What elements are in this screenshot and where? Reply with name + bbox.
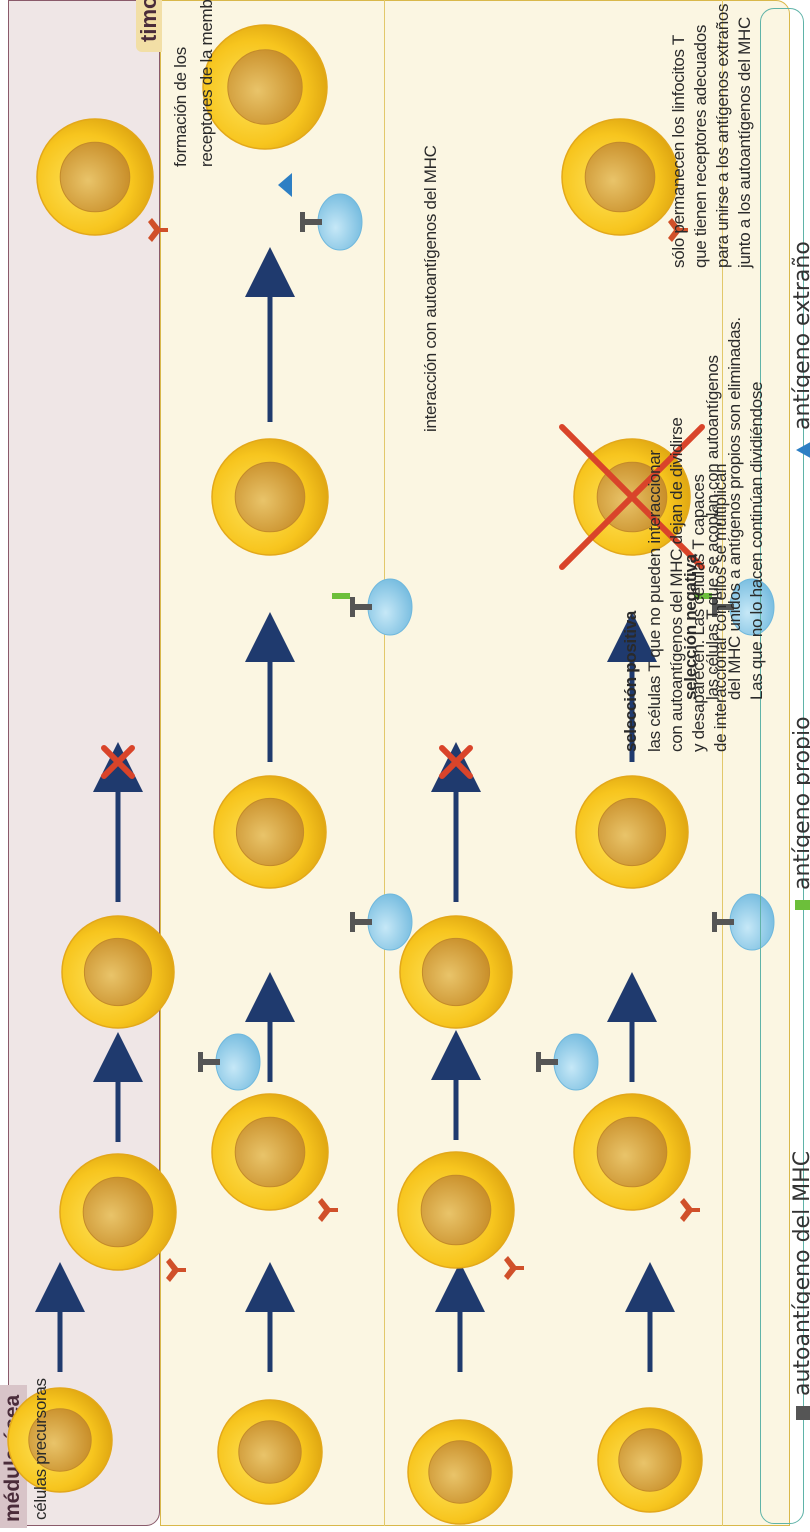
- positive-cell-a-2-nucleus: [422, 938, 489, 1005]
- formation-receptor-4: [680, 1198, 700, 1222]
- formation-receptor-1: [166, 1258, 186, 1282]
- negative-mhc-1: [368, 579, 412, 635]
- precursor-cell-3-nucleus: [429, 1441, 491, 1503]
- final-cell-1-nucleus: [60, 142, 130, 212]
- negative-cell-1-nucleus: [235, 462, 305, 532]
- positive-mhc-a-1-top: [198, 1052, 203, 1072]
- formation-label-2: receptores de la membrana: [196, 0, 218, 167]
- final-receptor-1: [148, 218, 168, 242]
- formation-cell-1-nucleus: [83, 1177, 153, 1247]
- positive-mhc-b-2: [730, 894, 774, 950]
- positive-line-4: de interaccionar con ellos se multiplica…: [710, 352, 732, 752]
- medula-subtitle: células precursoras: [30, 1378, 52, 1520]
- final-mhc-top: [300, 212, 305, 232]
- formation-cell-2-nucleus: [235, 1117, 305, 1187]
- positive-mhc-b-1: [368, 894, 412, 950]
- formation-cell-3-nucleus: [421, 1175, 491, 1245]
- interaction-title: interacción con autoantígenos del MHC: [420, 92, 442, 432]
- positive-line-3: y desaparecen. Las células T capaces: [688, 352, 710, 752]
- final-cell-2-nucleus: [228, 50, 302, 124]
- final-cell-3-nucleus: [585, 142, 655, 212]
- positive-mhc-a-1: [216, 1034, 260, 1090]
- positive-mhc-a-2-top: [536, 1052, 541, 1072]
- positive-mhc-b-2-top: [712, 912, 717, 932]
- positive-mhc-b-1-top: [350, 912, 355, 932]
- positive-cell-b-2-nucleus: [598, 798, 665, 865]
- positive-title: selección positiva: [620, 611, 642, 752]
- precursor-cell-2-nucleus: [239, 1421, 301, 1483]
- negative-mhc-1-top: [350, 597, 355, 617]
- positive-cell-a-1-nucleus: [84, 938, 151, 1005]
- positive-mhc-a-2: [554, 1034, 598, 1090]
- positive-line-2: con autoantígenos del MHC dejan de divid…: [666, 332, 688, 752]
- positive-line-1: las células T que no pueden interacciona…: [644, 352, 666, 752]
- formation-cell-4-nucleus: [597, 1117, 667, 1187]
- formation-receptor-3: [504, 1256, 524, 1280]
- foreign-antigen-bound: [278, 173, 292, 197]
- positive-cell-b-1-nucleus: [236, 798, 303, 865]
- final-mhc: [318, 194, 362, 250]
- formation-receptor-2: [318, 1198, 338, 1222]
- final-receptor-3: [668, 218, 688, 242]
- self-antigen-1: [332, 593, 350, 599]
- precursor-cell-4-nucleus: [619, 1429, 681, 1491]
- formation-label-1: formación de los: [170, 0, 192, 167]
- negative-mhc-2: [730, 579, 774, 635]
